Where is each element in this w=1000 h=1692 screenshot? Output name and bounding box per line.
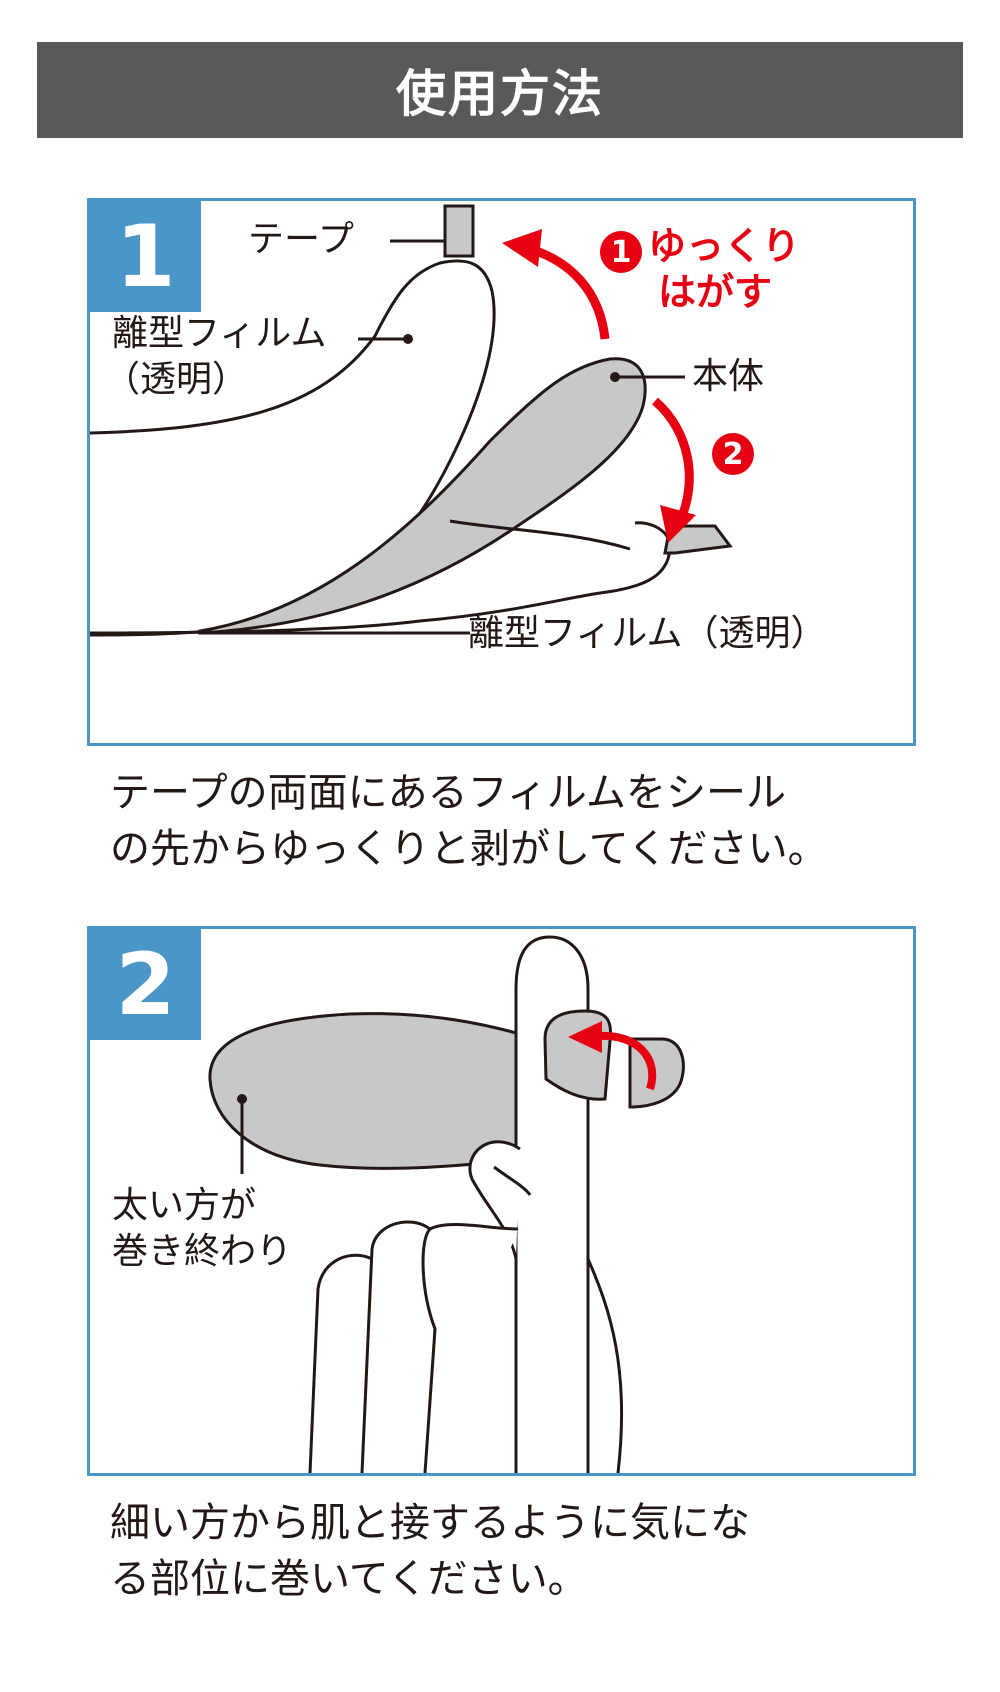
step-1-panel: 1 テープ 離型フィルム （透明） 本体 離型フィルム（透明） 1 ゆっくり は… <box>87 198 916 746</box>
step-2-illustration <box>208 935 685 1473</box>
step-1-caption-line-1: テープの両面にあるフィルムをシール <box>110 770 786 816</box>
page-title: 使用方法 <box>37 42 963 138</box>
release-film-top-label-note: （透明） <box>104 359 249 400</box>
thick-end-label-2: 巻き終わり <box>112 1231 293 1272</box>
peel-slowly-label-2: はがす <box>658 270 773 314</box>
step-1-number: 1 <box>90 201 201 312</box>
step-marker-2: 2 <box>712 433 754 475</box>
body-label: 本体 <box>692 356 765 397</box>
release-film-top-label: 離型フィルム <box>112 313 327 354</box>
step-1-caption: テープの両面にあるフィルムをシール の先からゆっくりと剥がしてください。 <box>110 765 930 877</box>
tape-label: テープ <box>248 219 354 260</box>
step-2-caption: 細い方から肌と接するように気にな る部位に巻いてください。 <box>110 1495 930 1607</box>
release-film-bottom-label: 離型フィルム（透明） <box>468 613 827 654</box>
step-2-caption-line-2: る部位に巻いてください。 <box>110 1556 588 1602</box>
thick-end-label: 太い方が <box>112 1185 257 1226</box>
peel-slowly-label: ゆっくり <box>648 224 801 268</box>
step-1-caption-line-2: の先からゆっくりと剥がしてください。 <box>110 826 828 872</box>
step-2-panel: 2 太い方が 巻き終わり <box>87 926 916 1476</box>
step-marker-1: 1 <box>600 231 642 273</box>
step-2-caption-line-1: 細い方から肌と接するように気にな <box>110 1500 750 1546</box>
step-2-number: 2 <box>90 929 201 1040</box>
step-1-illustration <box>90 204 733 637</box>
